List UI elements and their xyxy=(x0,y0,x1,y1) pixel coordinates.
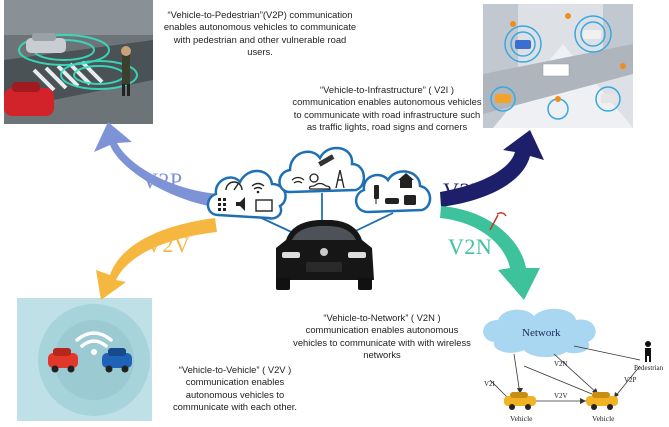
sound-icon xyxy=(236,197,245,211)
caption-v2p: “Vehicle-to-Pedestrian”(V2P) communicati… xyxy=(163,9,357,57)
network-label: Network xyxy=(522,327,561,339)
caption-v2i: “Vehicle-to-Infrastructure” ( V2I ) comm… xyxy=(292,84,482,132)
weather-icon xyxy=(308,173,331,190)
wifi-icon xyxy=(251,182,265,190)
screen-icon xyxy=(255,199,273,212)
network-diagram: Network V2N V2I V2V V2P Pedestrian Vehic… xyxy=(483,308,664,423)
vehicle-right-icon xyxy=(586,392,618,410)
v2v-scene-image xyxy=(17,298,152,421)
v2i-arrow xyxy=(440,130,544,207)
house-icon xyxy=(398,173,414,188)
car-icon xyxy=(385,198,399,204)
traffic-light-icon xyxy=(374,185,379,204)
network-cloud xyxy=(483,308,596,358)
keypad-icon xyxy=(218,198,226,211)
v2i-scene-image xyxy=(483,4,633,128)
satellite-icon xyxy=(318,154,335,167)
central-car xyxy=(276,220,374,290)
edge-label-v2p: V2P xyxy=(624,376,637,384)
cloud-sensors xyxy=(206,169,287,220)
v2n-arrow xyxy=(440,206,540,300)
cloud-satellite xyxy=(278,146,365,194)
caption-v2v: “Vehicle-to-Vehicle” ( V2V ) communicati… xyxy=(172,364,298,412)
vehicle-left-icon xyxy=(504,392,536,410)
v2n-label: V2N xyxy=(448,234,493,259)
edge-label-v2n: V2N xyxy=(554,360,568,368)
pedestrian-icon xyxy=(645,341,651,362)
v2v-arrow xyxy=(96,218,217,300)
v2v-label: V2V xyxy=(146,232,191,257)
bus-icon xyxy=(404,195,416,205)
antenna-icon xyxy=(489,212,507,231)
vehicle-left-label: Vehicle xyxy=(510,414,533,423)
edge-label-v2v: V2V xyxy=(554,392,568,400)
caption-v2n: “Vehicle-to-Network” ( V2N ) communicati… xyxy=(293,312,471,360)
vehicle-right-label: Vehicle xyxy=(592,414,615,423)
cell-tower-icon xyxy=(335,169,345,189)
v2p-scene-image xyxy=(4,0,153,124)
v2p-arrow xyxy=(94,122,218,207)
edge-label-v2i: V2I xyxy=(484,380,496,388)
speedometer-icon xyxy=(225,181,243,191)
v2i-label: V2I xyxy=(443,178,479,203)
pedestrian-label: Pedestrian xyxy=(634,364,664,372)
v2p-label: V2P xyxy=(142,168,183,193)
cloud-wifi-icon xyxy=(291,176,305,184)
cloud-infrastructure xyxy=(355,170,432,214)
